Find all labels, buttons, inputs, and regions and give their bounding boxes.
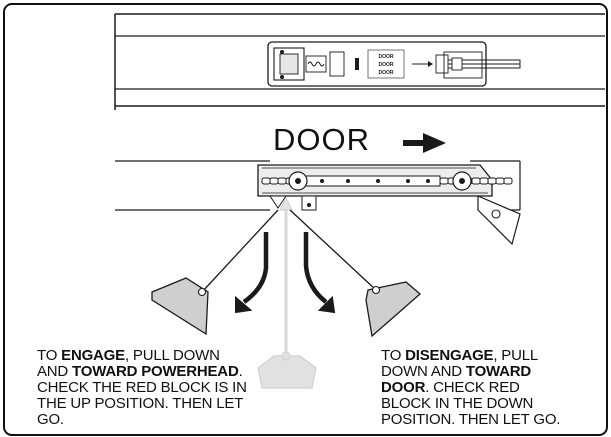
disengage-direction: TOWARD DOOR bbox=[381, 363, 532, 396]
handle-neutral-ghost bbox=[257, 196, 317, 389]
disengage-instruction: TO DISENGAGE, PULL DOWN AND TOWARD DOOR.… bbox=[381, 348, 571, 428]
engage-text-2: , PULL DOWN AND bbox=[37, 347, 220, 380]
disengage-text-1: TO bbox=[381, 347, 406, 364]
rail-side-view bbox=[115, 160, 521, 246]
engage-text-3: . CHECK THE RED BLOCK IS IN THE UP POSIT… bbox=[37, 363, 247, 428]
door-direction-arrow bbox=[403, 133, 446, 153]
engage-keyword: ENGAGE bbox=[61, 347, 125, 364]
handle-engage bbox=[151, 209, 279, 336]
engage-direction: TOWARD POWERHEAD bbox=[72, 363, 239, 380]
door-direction-label: DOOR bbox=[273, 122, 370, 157]
rail-top-view: DOOR DOOR DOOR bbox=[114, 13, 605, 110]
engage-text-1: TO bbox=[37, 347, 62, 364]
rail-label-3: DOOR bbox=[379, 70, 394, 76]
disengage-keyword: DISENGAGE bbox=[405, 347, 494, 364]
engage-instruction: TO ENGAGE, PULL DOWN AND TOWARD POWERHEA… bbox=[37, 348, 247, 428]
rail-label-1: DOOR bbox=[379, 54, 394, 60]
handle-disengage bbox=[289, 209, 421, 338]
rail-label-2: DOOR bbox=[379, 62, 394, 68]
disengage-text-2: , PULL DOWN AND bbox=[381, 347, 538, 380]
disengage-text-3: . CHECK RED BLOCK IN THE DOWN POSITION. … bbox=[381, 379, 561, 428]
